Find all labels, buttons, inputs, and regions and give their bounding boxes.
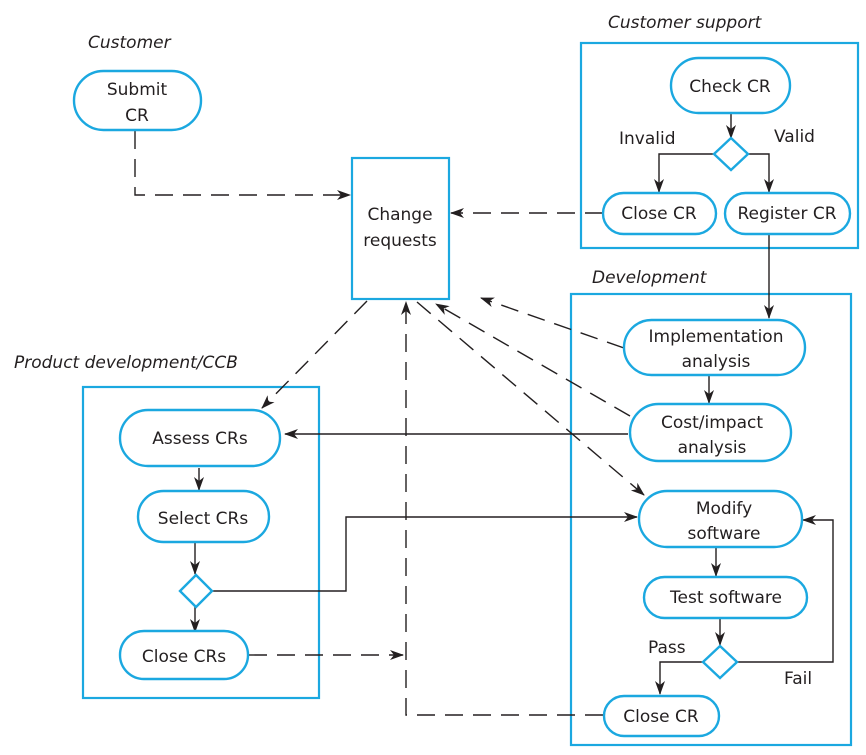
flow-store-to-assess <box>261 300 368 409</box>
decision-select <box>178 573 214 609</box>
change-requests-label-1: Change <box>367 205 432 225</box>
node-close-crs-label: Close CRs <box>142 647 226 667</box>
node-test-software[interactable] <box>642 575 809 620</box>
node-cost-impact-analysis[interactable] <box>628 402 793 463</box>
flow-pass <box>655 661 703 695</box>
node-cost-impact-analysis-label-1: Cost/impact <box>661 413 763 433</box>
node-select-crs-label: Select CRs <box>158 509 249 529</box>
node-submit-cr-label-2: CR <box>125 106 149 126</box>
lane-customer-support <box>579 41 860 250</box>
lane-product-development <box>81 385 321 700</box>
node-cost-impact-analysis-label-2: analysis <box>678 438 747 458</box>
lane-label-product-development: Product development/CCB <box>14 353 238 373</box>
guard-valid: Valid <box>774 127 815 147</box>
node-assess-crs-label: Assess CRs <box>152 429 248 449</box>
flow-impl-to-store <box>480 297 625 349</box>
node-modify-software-label-1: Modify <box>696 499 752 519</box>
node-close-crs[interactable] <box>118 629 250 681</box>
flow-decision-to-modify <box>212 512 638 592</box>
node-submit-cr-label-1: Submit <box>107 80 168 100</box>
node-modify-software-label-2: software <box>687 524 760 544</box>
flow-fail <box>737 515 834 663</box>
flow-store-to-modify <box>416 301 645 496</box>
change-requests-store <box>350 156 451 301</box>
decision-validity <box>712 136 750 172</box>
node-implementation-analysis-label-2: analysis <box>682 352 751 372</box>
lane-label-customer-support: Customer support <box>608 13 763 33</box>
node-modify-software[interactable] <box>637 489 804 549</box>
flow-invalid <box>654 153 714 193</box>
node-test-software-label: Test software <box>669 588 782 608</box>
lane-label-development: Development <box>592 268 708 288</box>
node-close-cr-support-label: Close CR <box>621 204 697 224</box>
flow-valid <box>748 153 774 193</box>
node-implementation-analysis[interactable] <box>622 318 807 377</box>
node-close-cr-dev-label: Close CR <box>623 707 699 727</box>
lane-label-customer: Customer <box>88 33 172 53</box>
lane-development <box>569 292 853 747</box>
flow-dev-close-to-store <box>401 301 603 716</box>
node-register-cr[interactable] <box>723 191 852 236</box>
flow-submit-to-store <box>134 131 351 200</box>
node-assess-crs[interactable] <box>118 408 282 468</box>
flow-cost-to-store <box>435 303 631 417</box>
node-implementation-analysis-label-1: Implementation <box>649 327 784 347</box>
node-register-cr-label: Register CR <box>737 204 836 224</box>
guard-invalid: Invalid <box>619 129 676 149</box>
node-check-cr[interactable] <box>669 56 792 115</box>
node-select-crs[interactable] <box>136 489 271 544</box>
node-check-cr-label: Check CR <box>689 77 771 97</box>
change-requests-label-2: requests <box>363 231 437 251</box>
guard-pass: Pass <box>648 638 686 658</box>
node-submit-cr[interactable] <box>72 69 203 132</box>
decision-test-result <box>701 644 739 680</box>
node-close-cr-support[interactable] <box>601 191 718 236</box>
guard-fail: Fail <box>784 669 812 689</box>
node-close-cr-dev[interactable] <box>602 694 721 738</box>
